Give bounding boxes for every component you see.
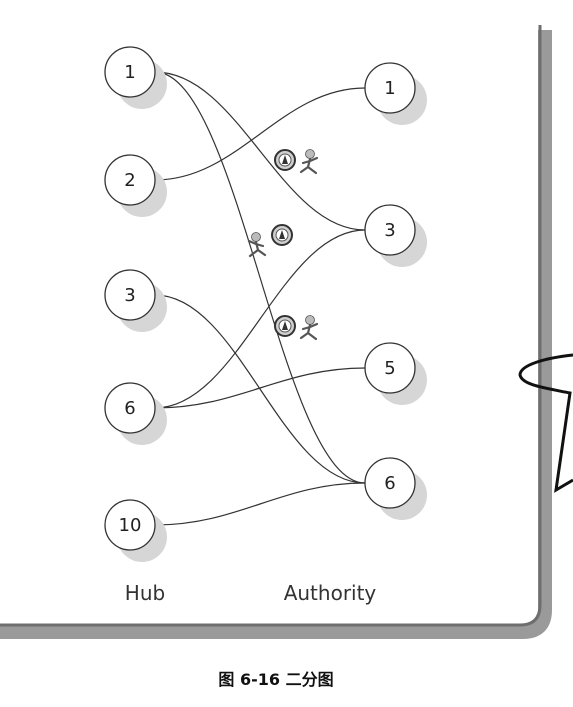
- node-circle: [104, 154, 156, 206]
- node-circle: [364, 62, 416, 114]
- node-label: 2: [124, 170, 135, 191]
- figure-caption: 图 6-16 二分图: [218, 670, 333, 689]
- icons-layer: [247, 149, 319, 341]
- node-label: 10: [119, 515, 142, 536]
- hub-label: Hub: [125, 581, 165, 605]
- authority-node-1: 1: [364, 62, 427, 125]
- node-label: 3: [124, 285, 135, 306]
- edge-h1-a6: [154, 71, 366, 484]
- edge-h2-a1: [154, 87, 366, 181]
- node-circle: [104, 46, 156, 98]
- node-circle: [364, 204, 416, 256]
- callout-shape: [518, 353, 573, 493]
- node-label: 1: [124, 62, 135, 83]
- compass-runner-icon: [274, 315, 319, 341]
- frame: [0, 25, 552, 639]
- frame-border: [0, 25, 542, 627]
- node-label: 6: [384, 473, 395, 494]
- edge-h1-a3: [154, 71, 366, 231]
- runner-compass-icon: [247, 224, 293, 258]
- node-label: 1: [384, 78, 395, 99]
- frame-shadow: [0, 30, 552, 639]
- node-label: 3: [384, 220, 395, 241]
- edge-h3-a6: [154, 294, 366, 484]
- node-circle: [364, 457, 416, 509]
- node-label: 6: [124, 398, 135, 419]
- node-circle: [104, 382, 156, 434]
- hub-node-1: 1: [104, 46, 167, 109]
- hub-node-10: 10: [104, 499, 167, 562]
- authority-node-3: 3: [364, 204, 427, 267]
- hub-node-2: 2: [104, 154, 167, 217]
- authority-node-6: 6: [364, 457, 427, 520]
- hub-node-3: 3: [104, 269, 167, 332]
- hub-node-6: 6: [104, 382, 167, 445]
- authority-node-5: 5: [364, 342, 427, 405]
- compass-runner-icon: [274, 149, 319, 175]
- edge-h6-a5: [154, 367, 366, 409]
- edge-h10-a6: [154, 482, 366, 526]
- node-circle: [364, 342, 416, 394]
- nodes-layer: 1 2 3 6 10 1 3 5 6: [104, 46, 427, 562]
- authority-label: Authority: [284, 581, 377, 605]
- edge-h6-a3: [154, 229, 366, 409]
- node-circle: [104, 269, 156, 321]
- node-circle: [104, 499, 156, 551]
- edges-layer: [154, 71, 366, 526]
- node-label: 5: [384, 358, 395, 379]
